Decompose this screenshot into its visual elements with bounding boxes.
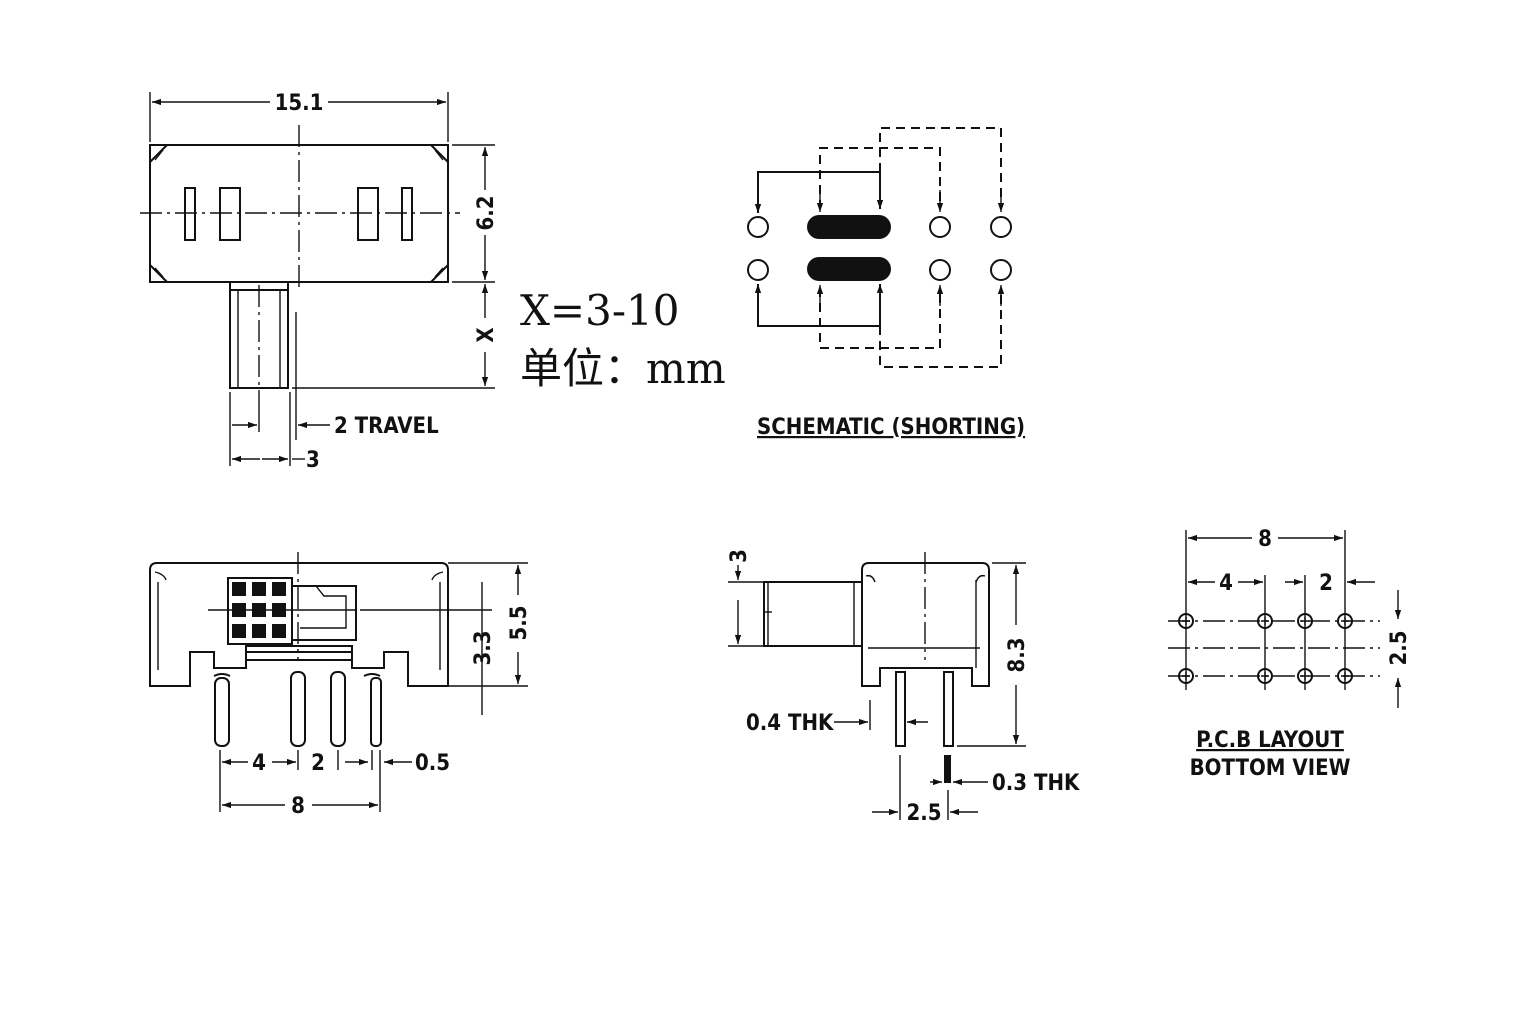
pcb-caption-line1: P.C.B LAYOUT — [1196, 728, 1344, 753]
travel-label: 2 TRAVEL — [334, 414, 439, 439]
pcb-span-label: 8 — [1258, 527, 1272, 552]
side-height-label: 8.3 — [1005, 637, 1030, 672]
top-x-label: X — [474, 327, 499, 342]
note-block: X=3-10 单位：mm — [520, 286, 726, 393]
pcb-row-label: 2.5 — [1387, 630, 1412, 665]
side-thk2-label: 0.3 THK — [992, 771, 1080, 796]
top-height-label: 6.2 — [474, 195, 499, 230]
side-view: 3 8.3 0.4 THK 0.3 THK 2.5 — [727, 549, 1080, 826]
unit-note: 单位：mm — [520, 344, 726, 393]
front-pitch4-label: 4 — [252, 751, 266, 776]
schematic-caption: SCHEMATIC (SHORTING) — [757, 415, 1025, 440]
front-span-label: 8 — [291, 794, 305, 819]
schematic: SCHEMATIC (SHORTING) — [747, 127, 1025, 440]
side-knob-label: 3 — [727, 549, 752, 563]
knob-width-label: 3 — [306, 448, 320, 473]
front-pitch2-label: 2 — [311, 751, 325, 776]
front-pin-label: 0.5 — [415, 751, 450, 776]
front-height-label: 5.5 — [507, 605, 532, 640]
front-inner-label: 3.3 — [471, 630, 496, 665]
top-view: 15.1 6.2 X 2 TRAVEL 3 — [140, 91, 499, 473]
pcb-layout: 8 4 2 2.5 P.C.B LAYOUT BOTTOM VIEW — [1168, 527, 1412, 781]
x-range-note: X=3-10 — [520, 286, 679, 335]
side-thk1-label: 0.4 THK — [746, 711, 834, 736]
pcb-caption-line2: BOTTOM VIEW — [1190, 756, 1351, 781]
pcb-pitch4-label: 4 — [1219, 571, 1233, 596]
top-width-label: 15.1 — [275, 91, 324, 116]
front-view: 5.5 3.3 4 2 0.5 8 — [149, 552, 532, 819]
side-pitch-label: 2.5 — [906, 801, 941, 826]
pcb-pitch2-label: 2 — [1319, 571, 1333, 596]
